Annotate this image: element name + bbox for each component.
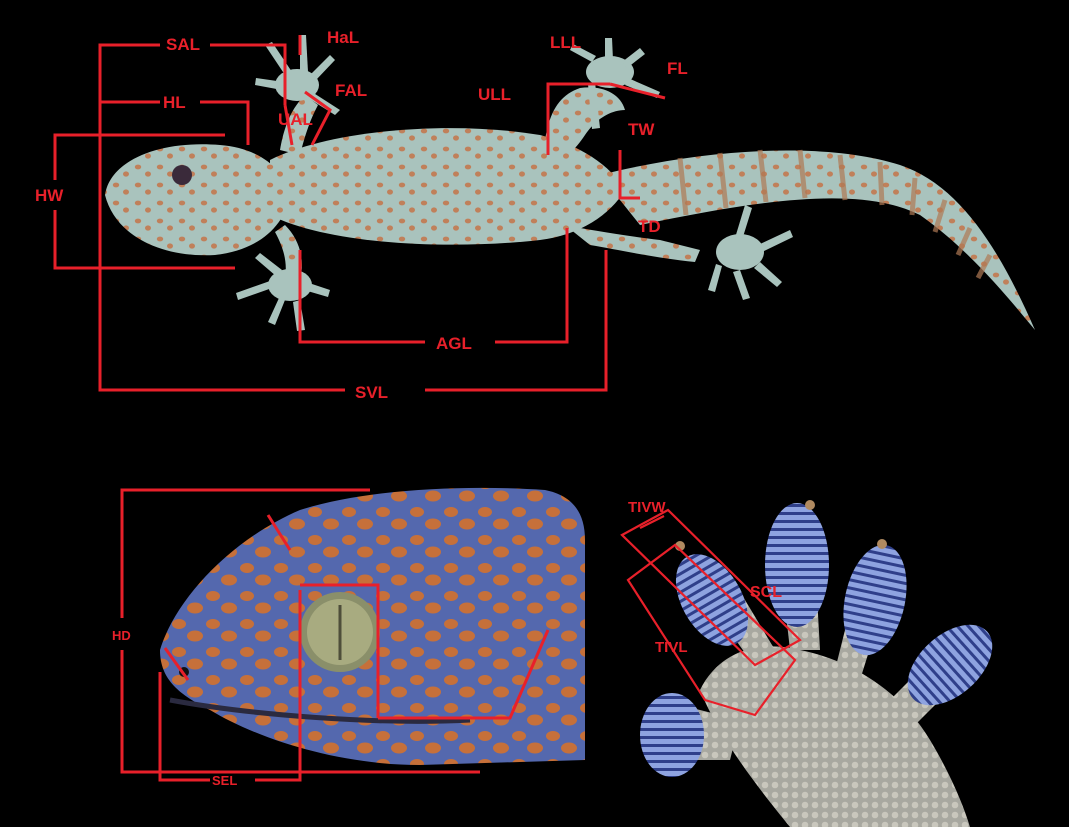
label-fal: FAL [335,81,367,100]
gecko-foot-ventral [640,500,1007,827]
gecko-head [105,144,290,255]
front-left-hand [255,35,340,115]
label-tw: TW [628,120,655,139]
label-hal: HaL [327,28,359,47]
label-svl: SVL [355,383,388,402]
label-hd: HD [112,628,131,643]
gecko-eye [172,165,192,185]
front-right-hand [236,253,330,331]
label-ull: ULL [478,85,511,104]
gecko-tail [600,151,1035,330]
toe-5 [880,609,1007,735]
label-td: TD [638,217,661,236]
label-lll: LLL [550,33,581,52]
label-agl: AGL [436,334,472,353]
label-fl: FL [667,59,688,78]
label-tivw: TIVW [628,499,666,516]
label-hw: HW [35,186,64,205]
label-scl: SCL [750,584,782,601]
gecko-head-lateral [160,488,585,765]
hind-right-leg [565,225,700,262]
label-hl: HL [163,93,186,112]
label-ual: UAL [278,110,313,129]
hind-right-foot [708,205,793,300]
toe-4 [834,539,916,680]
label-sel: SEL [212,773,237,788]
gecko-dorsal-view [105,35,1035,331]
label-sal: SAL [166,35,200,54]
toe-3 [765,503,829,650]
hind-left-leg [545,87,625,160]
label-tivl: TIVL [655,639,688,656]
